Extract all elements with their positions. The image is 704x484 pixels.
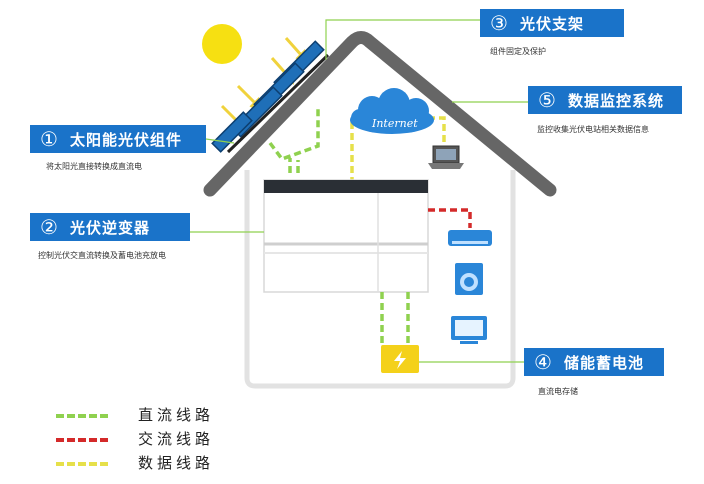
label-connectors: [190, 19, 528, 363]
laptop-icon: [428, 145, 464, 169]
component-desc-battery: 直流电存储: [538, 387, 578, 396]
legend-swatch-dc: [56, 414, 108, 418]
washing-machine-icon: [455, 263, 483, 295]
inverter-cabinet: [263, 179, 429, 293]
legend-swatch-ac: [56, 438, 108, 442]
house-roof: [203, 31, 557, 197]
component-label-solar-panel: ① 太阳能光伏组件: [30, 125, 206, 153]
legend-swatch-data: [56, 462, 108, 466]
component-label-inverter: ② 光伏逆变器: [30, 213, 190, 241]
ac-line: [428, 208, 472, 228]
legend-label-ac: 交流线路: [138, 430, 215, 448]
component-title: 光伏逆变器: [70, 218, 151, 237]
component-number: ③: [490, 11, 508, 35]
component-title: 光伏支架: [520, 14, 585, 33]
component-label-battery: ④ 储能蓄电池: [524, 348, 664, 376]
dc-line-panels: [268, 108, 320, 173]
house-wall: [244, 170, 516, 389]
internet-cloud-icon: [350, 88, 434, 134]
component-desc-monitoring: 监控收集光伏电站相关数据信息: [537, 125, 649, 134]
component-title: 太阳能光伏组件: [70, 130, 183, 149]
legend-label-data: 数据线路: [138, 454, 215, 472]
component-number: ⑤: [538, 88, 556, 112]
solar-panels: [211, 40, 330, 154]
component-desc-inverter: 控制光伏交直流转换及蓄电池充放电: [38, 251, 166, 260]
component-number: ①: [40, 127, 58, 151]
dc-line-battery: [380, 292, 410, 346]
air-conditioner-icon: [448, 230, 492, 246]
component-title: 储能蓄电池: [564, 353, 645, 372]
component-number: ④: [534, 350, 552, 374]
component-desc-bracket: 组件固定及保护: [490, 47, 546, 56]
component-number: ②: [40, 215, 58, 239]
internet-cloud-label: Internet: [372, 117, 418, 130]
sun-icon: [202, 24, 242, 64]
battery-icon: [381, 345, 419, 373]
television-icon: [451, 316, 487, 344]
component-desc-solar-panel: 将太阳光直接转换成直流电: [46, 162, 142, 171]
component-label-monitoring: ⑤ 数据监控系统: [528, 86, 682, 114]
component-title: 数据监控系统: [568, 91, 665, 110]
legend-label-dc: 直流线路: [138, 406, 215, 424]
component-label-bracket: ③ 光伏支架: [480, 9, 624, 37]
